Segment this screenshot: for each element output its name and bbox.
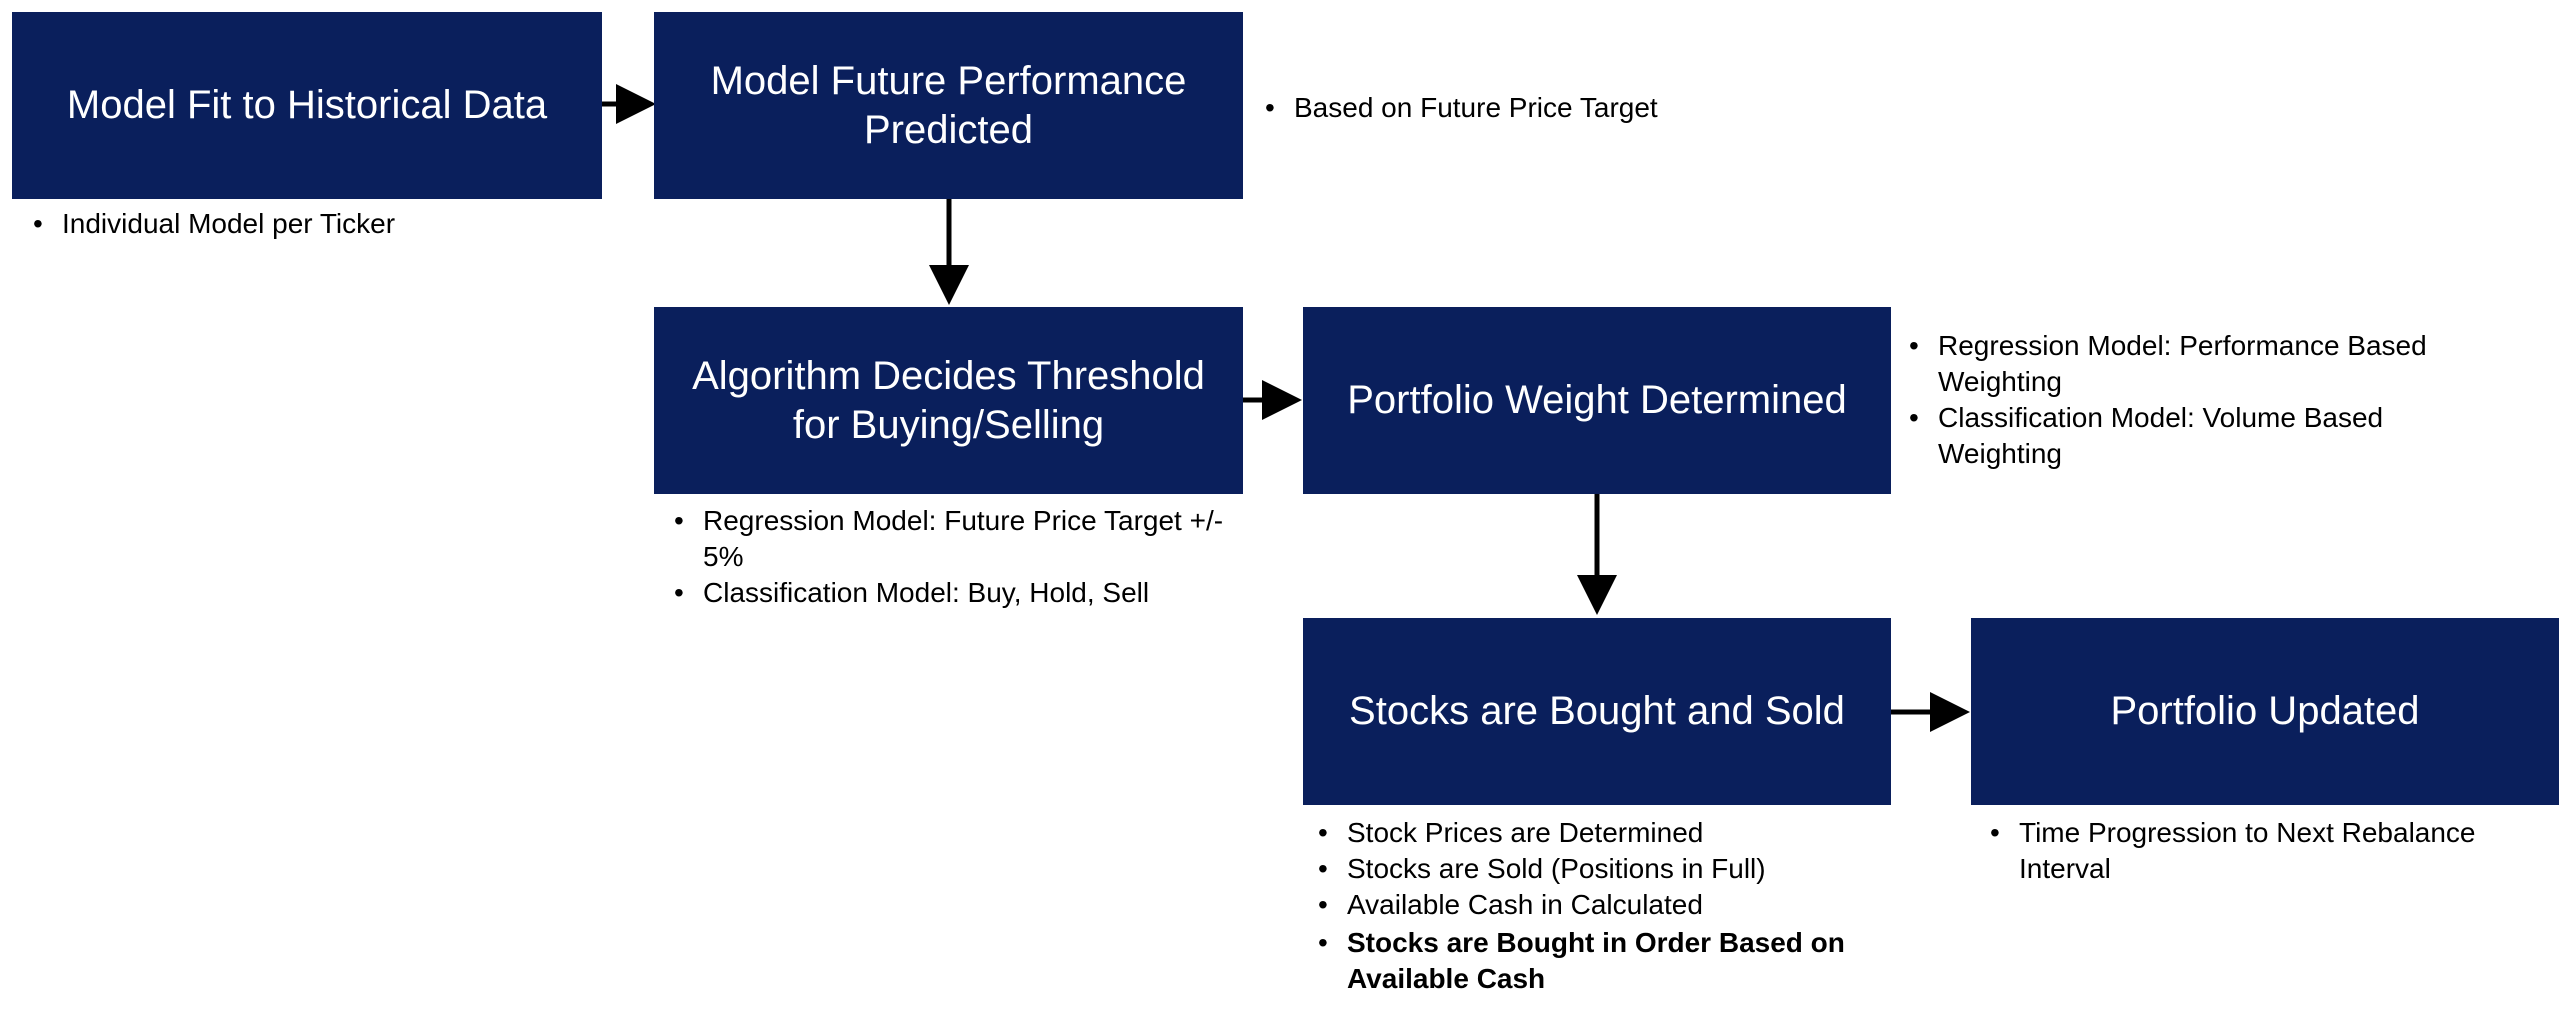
notes-future-performance: •Based on Future Price Target: [1265, 90, 1745, 126]
note-item: •Based on Future Price Target: [1265, 92, 1658, 123]
notes-portfolio-updated: •Time Progression to Next Rebalance Inte…: [1990, 815, 2510, 887]
box-portfolio-updated: Portfolio Updated: [1971, 618, 2559, 805]
box-model-fit: Model Fit to Historical Data: [12, 12, 602, 199]
notes-stocks-bought-sold: •Stock Prices are Determined •Stocks are…: [1318, 815, 1868, 997]
note-item-emphasis: •Stocks are Bought in Order Based on Ava…: [1318, 927, 1845, 994]
notes-portfolio-weight: •Regression Model: Performance Based Wei…: [1909, 328, 2429, 472]
note-item: •Classification Model: Volume Based Weig…: [1909, 402, 2384, 469]
notes-model-fit: •Individual Model per Ticker: [33, 206, 573, 242]
box-stocks-bought-sold: Stocks are Bought and Sold: [1303, 618, 1891, 805]
box-algorithm-threshold: Algorithm Decides Threshold for Buying/S…: [654, 307, 1243, 494]
note-item: •Regression Model: Future Price Target +…: [674, 505, 1224, 572]
note-item: •Individual Model per Ticker: [33, 208, 396, 239]
note-item: •Available Cash in Calculated: [1318, 889, 1703, 920]
note-item: •Regression Model: Performance Based Wei…: [1909, 330, 2427, 397]
note-item: •Classification Model: Buy, Hold, Sell: [674, 577, 1150, 608]
note-item: •Time Progression to Next Rebalance Inte…: [1990, 817, 2476, 884]
notes-algorithm: •Regression Model: Future Price Target +…: [674, 503, 1244, 611]
note-item: •Stock Prices are Determined: [1318, 817, 1704, 848]
note-item: •Stocks are Sold (Positions in Full): [1318, 853, 1766, 884]
box-portfolio-weight: Portfolio Weight Determined: [1303, 307, 1891, 494]
box-future-performance: Model Future Performance Predicted: [654, 12, 1243, 199]
